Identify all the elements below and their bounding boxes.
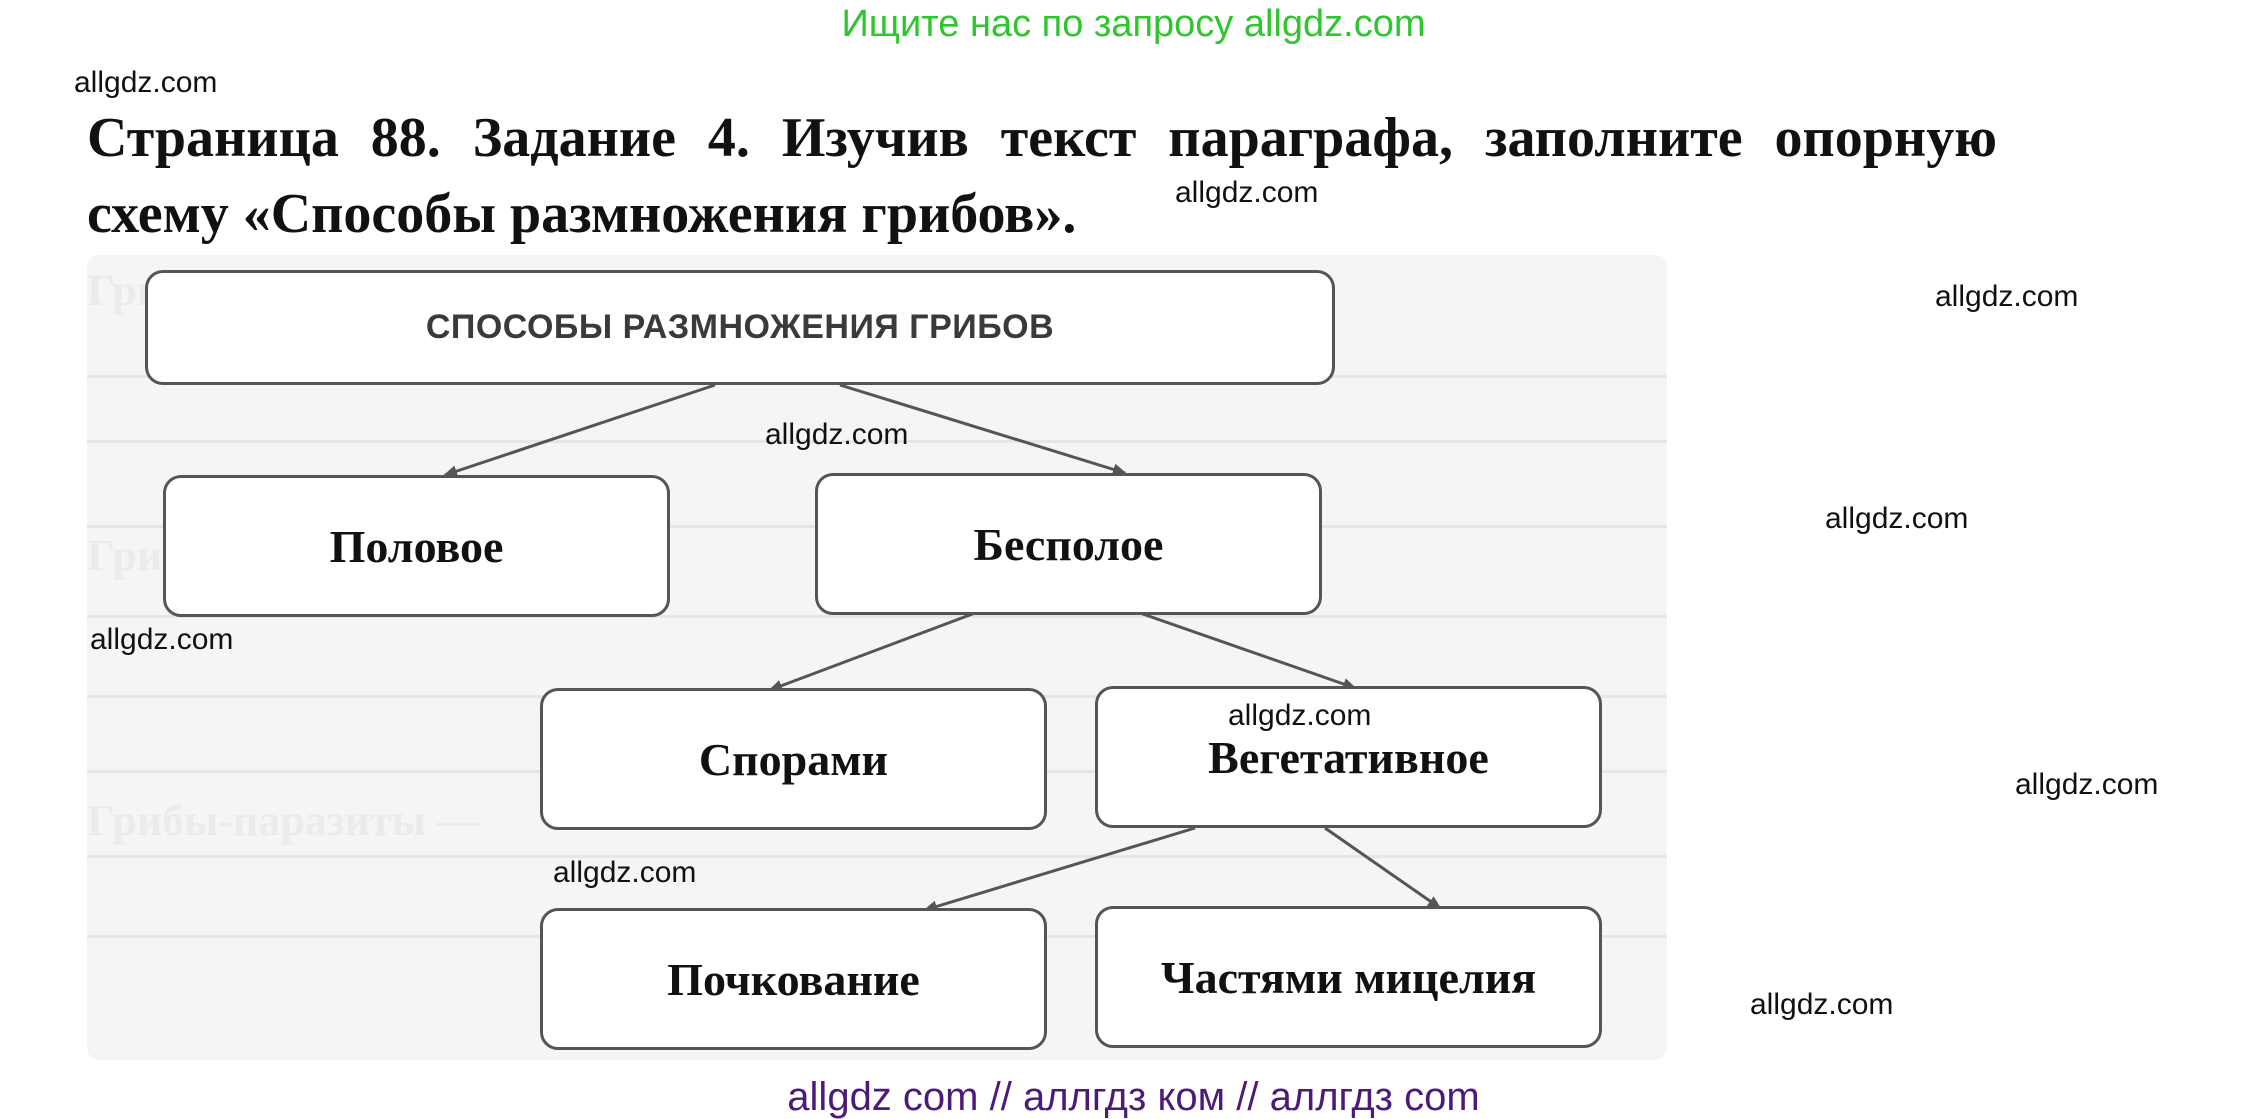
sexual-box: Половое [163,475,670,617]
root-box: СПОСОБЫ РАЗМНОЖЕНИЯ ГРИБОВ [145,270,1335,385]
watermark: allgdz.com [90,623,234,656]
mycelium-box: Частями мицелия [1095,906,1602,1048]
watermark: allgdz.com [765,418,909,451]
watermark: allgdz.com [1750,988,1894,1021]
spores-label: Спорами [698,733,889,785]
root-label: СПОСОБЫ РАЗМНОЖЕНИЯ ГРИБОВ [425,308,1055,346]
watermark: allgdz.com [1175,176,1319,209]
budding-box: Почкование [540,908,1047,1050]
budding-label: Почкование [667,953,920,1005]
asexual-box: Бесполое [815,473,1322,615]
arrow-asexual-to-vegetative [1139,611,1357,690]
top-banner[interactable]: Ищите нас по запросу allgdz.com [841,3,1426,45]
watermark: allgdz.com [1935,280,2079,313]
sexual-label: Половое [329,520,504,572]
footer-watermark: allgdz com // аллгдз ком // аллгдз com [787,1075,1480,1119]
mycelium-label: Частями мицелия [1160,951,1537,1003]
arrow-root-to-asexual [839,383,1127,476]
watermark: allgdz.com [1228,699,1372,732]
watermark: allgdz.com [553,856,697,889]
task-heading: Страница 88. Задание 4. Изучив текст пар… [87,107,1997,245]
arrow-root-to-sexual [443,383,716,477]
watermark: allgdz.com [1825,502,1969,535]
vegetative-box: Вегетативное [1095,686,1602,828]
vegetative-label: Вегетативное [1208,731,1489,783]
arrow-asexual-to-spores [768,611,976,692]
watermark: allgdz.com [2015,768,2159,801]
scan-ghost-text-3: Грибы-паразиты — [87,796,481,845]
asexual-label: Бесполое [973,518,1164,570]
watermark: allgdz.com [74,66,218,99]
arrow-vegetative-to-mycelium [1324,826,1442,910]
arrow-vegetative-to-budding [923,826,1196,913]
spores-box: Спорами [540,688,1047,830]
